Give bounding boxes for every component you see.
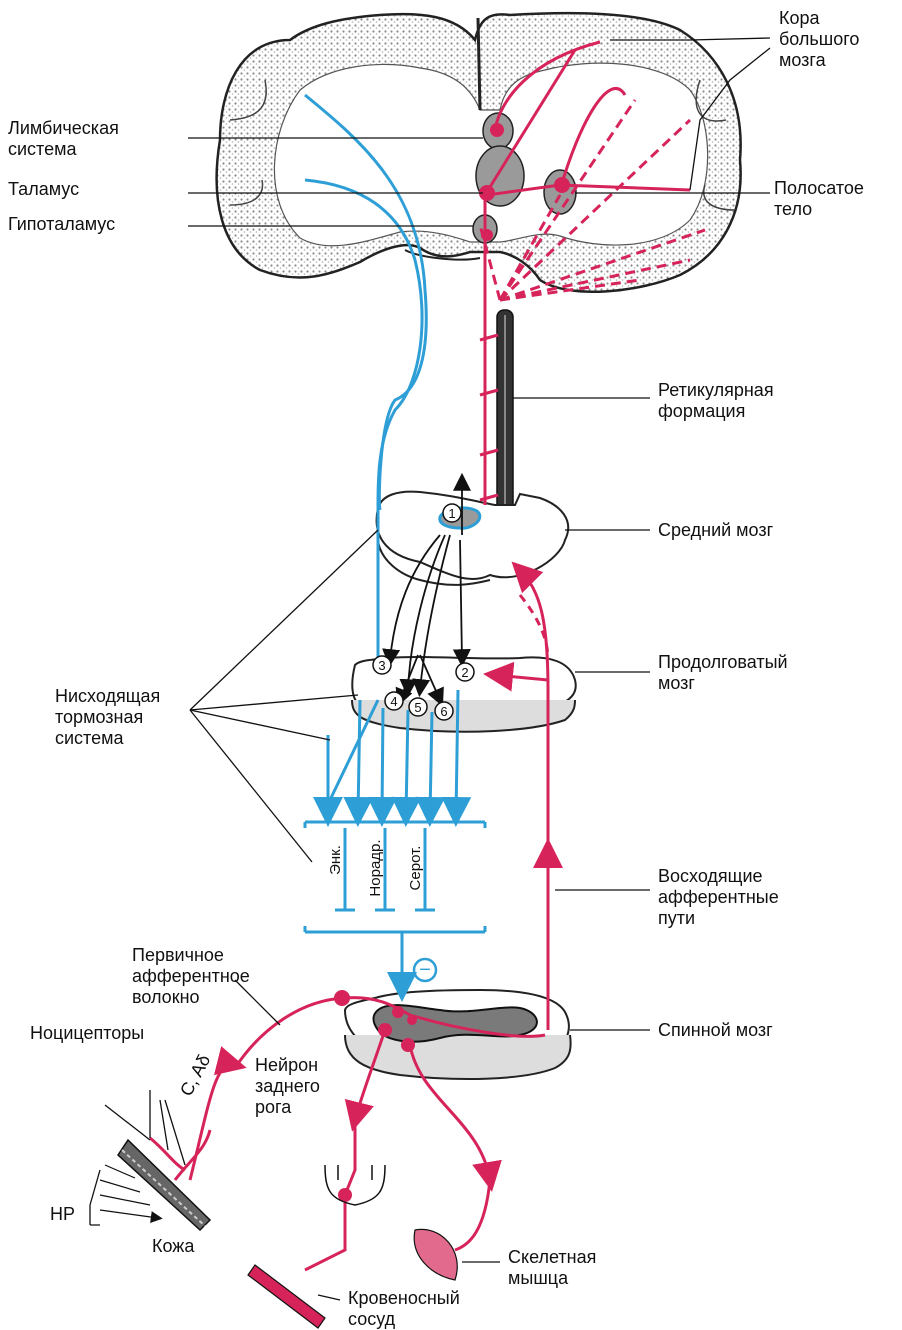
- label-dorsal-horn: Нейрон заднего рога: [255, 1055, 320, 1118]
- label-reticular-line-1: Ретикулярная: [658, 380, 774, 401]
- label-cortex-line-2: большого: [779, 29, 859, 50]
- label-primary-line-3: волокно: [132, 987, 250, 1008]
- label-primary-line-1: Первичное: [132, 945, 250, 966]
- label-vessel-line-1: Кровеносный: [348, 1288, 460, 1309]
- label-ascending-line-1: Восходящие: [658, 866, 779, 887]
- blood-vessel: [248, 1265, 340, 1328]
- midbrain: [377, 492, 569, 585]
- label-skeletal-muscle: Скелетная мышца: [508, 1247, 596, 1289]
- label-hypothalamus: Гипоталамус: [8, 214, 115, 235]
- brain-section: [217, 13, 741, 292]
- label-dorsal-horn-line-3: рога: [255, 1097, 320, 1118]
- label-primary-line-2: афферентное: [132, 966, 250, 987]
- label-limbic-line-1: Лимбическая: [8, 118, 119, 139]
- spinal-cord: [345, 990, 571, 1079]
- label-np: НР: [50, 1204, 75, 1225]
- label-reticular-line-2: формация: [658, 401, 774, 422]
- inhibition-sign: −: [419, 959, 431, 981]
- label-striatum-line-2: тело: [774, 199, 864, 220]
- label-ascending-line-2: афферентные: [658, 887, 779, 908]
- label-ascending-line-3: пути: [658, 908, 779, 929]
- label-limbic: Лимбическая система: [8, 118, 119, 160]
- nucleus-4-label: 4: [390, 694, 397, 709]
- label-spinal-cord: Спинной мозг: [658, 1020, 773, 1041]
- label-descending-line-2: тормозная: [55, 707, 160, 728]
- label-descending: Нисходящая тормозная система: [55, 686, 160, 749]
- label-skeletal-line-2: мышца: [508, 1268, 596, 1289]
- label-thalamus: Таламус: [8, 179, 79, 200]
- label-blood-vessel: Кровеносный сосуд: [348, 1288, 460, 1330]
- label-cortex-line-3: мозга: [779, 50, 859, 71]
- label-vessel-line-2: сосуд: [348, 1309, 460, 1330]
- transmitter-serot: Серот.: [407, 846, 424, 891]
- label-medulla-line-1: Продолговатый: [658, 652, 788, 673]
- label-midbrain: Средний мозг: [658, 520, 773, 541]
- label-cortex-line-1: Кора: [779, 8, 859, 29]
- label-medulla: Продолговатый мозг: [658, 652, 788, 694]
- label-descending-line-3: система: [55, 728, 160, 749]
- transmitter-noradr: Норадр.: [367, 839, 384, 896]
- label-reticular: Ретикулярная формация: [658, 380, 774, 422]
- label-dorsal-horn-line-2: заднего: [255, 1076, 320, 1097]
- nucleus-6-label: 6: [440, 704, 447, 719]
- label-skin: Кожа: [152, 1236, 194, 1257]
- label-striatum: Полосатое тело: [774, 178, 864, 220]
- nucleus-2-label: 2: [461, 665, 468, 680]
- label-primary-afferent: Первичное афферентное волокно: [132, 945, 250, 1008]
- label-skeletal-line-1: Скелетная: [508, 1247, 596, 1268]
- skeletal-muscle: [414, 1229, 500, 1280]
- nucleus-3-label: 3: [378, 658, 385, 673]
- nucleus-5-label: 5: [414, 700, 421, 715]
- label-cortex: Кора большого мозга: [779, 8, 859, 71]
- transmitter-enk: Энк.: [327, 845, 344, 875]
- label-limbic-line-2: система: [8, 139, 119, 160]
- label-striatum-line-1: Полосатое: [774, 178, 864, 199]
- nucleus-1-label: 1: [448, 506, 455, 521]
- label-dorsal-horn-line-1: Нейрон: [255, 1055, 320, 1076]
- label-nociceptors: Ноцицепторы: [30, 1023, 144, 1044]
- label-medulla-line-2: мозг: [658, 673, 788, 694]
- label-ascending: Восходящие афферентные пути: [658, 866, 779, 929]
- label-descending-line-1: Нисходящая: [55, 686, 160, 707]
